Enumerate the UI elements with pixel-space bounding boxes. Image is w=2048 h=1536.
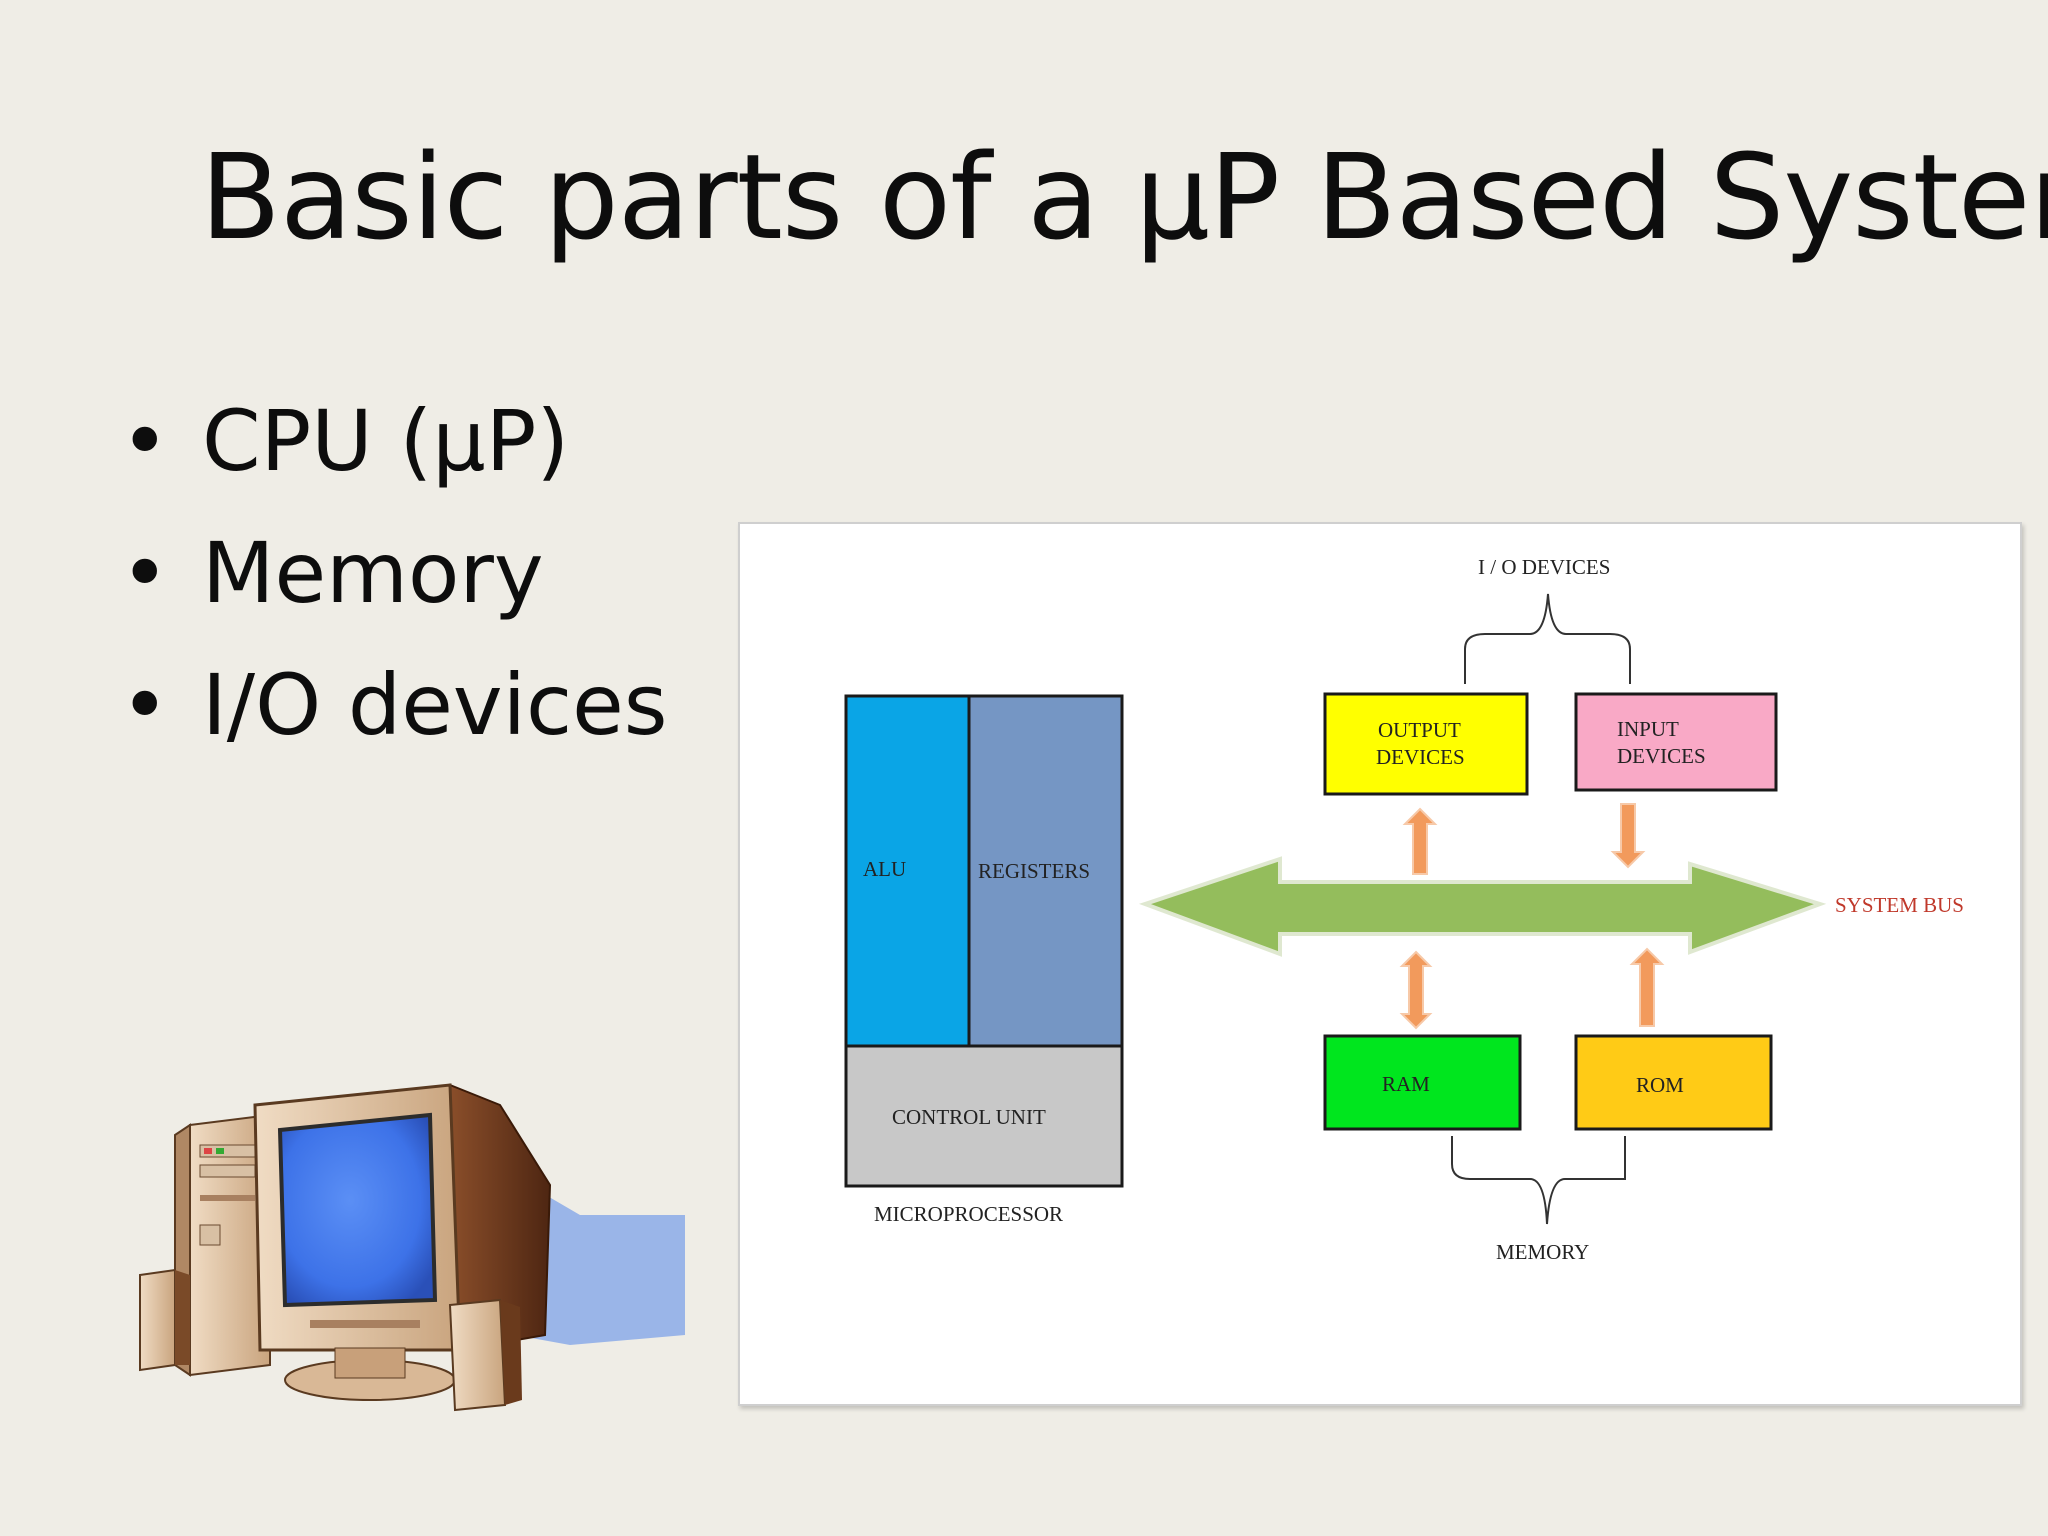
left-speaker	[139, 1268, 190, 1372]
bullet-item: Memory	[120, 517, 668, 649]
diagram-canvas: ALU REGISTERS CONTROL UNIT MICROPROCESSO…	[844, 555, 1964, 1264]
microprocessor-system-diagram: ALU REGISTERS CONTROL UNIT MICROPROCESSO…	[738, 522, 2022, 1406]
microprocessor-label: MICROPROCESSOR	[874, 1202, 1063, 1226]
rom-block	[1574, 1034, 1773, 1131]
output-devices-label: DEVICES	[1376, 745, 1465, 769]
input-devices-label: DEVICES	[1617, 744, 1706, 768]
input-devices-block	[1574, 692, 1778, 792]
memory-brace	[1451, 1136, 1627, 1225]
rom-up-arrow	[1629, 947, 1665, 1027]
ram-label: RAM	[1382, 1072, 1430, 1096]
slide-title: Basic parts of a µP Based System	[200, 128, 2048, 266]
rom-label: ROM	[1636, 1073, 1684, 1097]
output-devices-block	[1323, 692, 1529, 796]
input-down-arrow	[1610, 803, 1646, 869]
right-speaker	[448, 1298, 522, 1412]
memory-label: MEMORY	[1496, 1240, 1589, 1264]
control-unit-label: CONTROL UNIT	[892, 1105, 1046, 1129]
io-devices-label: I / O DEVICES	[1478, 555, 1610, 579]
bullet-list: CPU (µP) Memory I/O devices	[120, 385, 668, 781]
control-unit-block	[844, 1044, 1124, 1188]
alu-label: ALU	[863, 857, 906, 881]
registers-label: REGISTERS	[978, 859, 1090, 883]
output-up-arrow	[1402, 807, 1438, 875]
bullet-item: CPU (µP)	[120, 385, 668, 517]
system-bus-label: SYSTEM BUS	[1835, 893, 1964, 917]
bullet-item: I/O devices	[120, 649, 668, 781]
alu-block	[844, 694, 971, 1048]
monitor-screen	[277, 1112, 438, 1308]
desktop-computer-icon	[139, 1083, 685, 1412]
registers-block	[967, 694, 1124, 1048]
monitor	[253, 1083, 552, 1401]
io-brace	[1464, 593, 1631, 684]
ram-block	[1323, 1034, 1522, 1131]
system-bus-arrow	[1138, 856, 1827, 957]
output-devices-label: OUTPUT	[1378, 718, 1461, 742]
input-devices-label: INPUT	[1617, 717, 1679, 741]
ram-bidirectional-arrow	[1399, 950, 1433, 1030]
